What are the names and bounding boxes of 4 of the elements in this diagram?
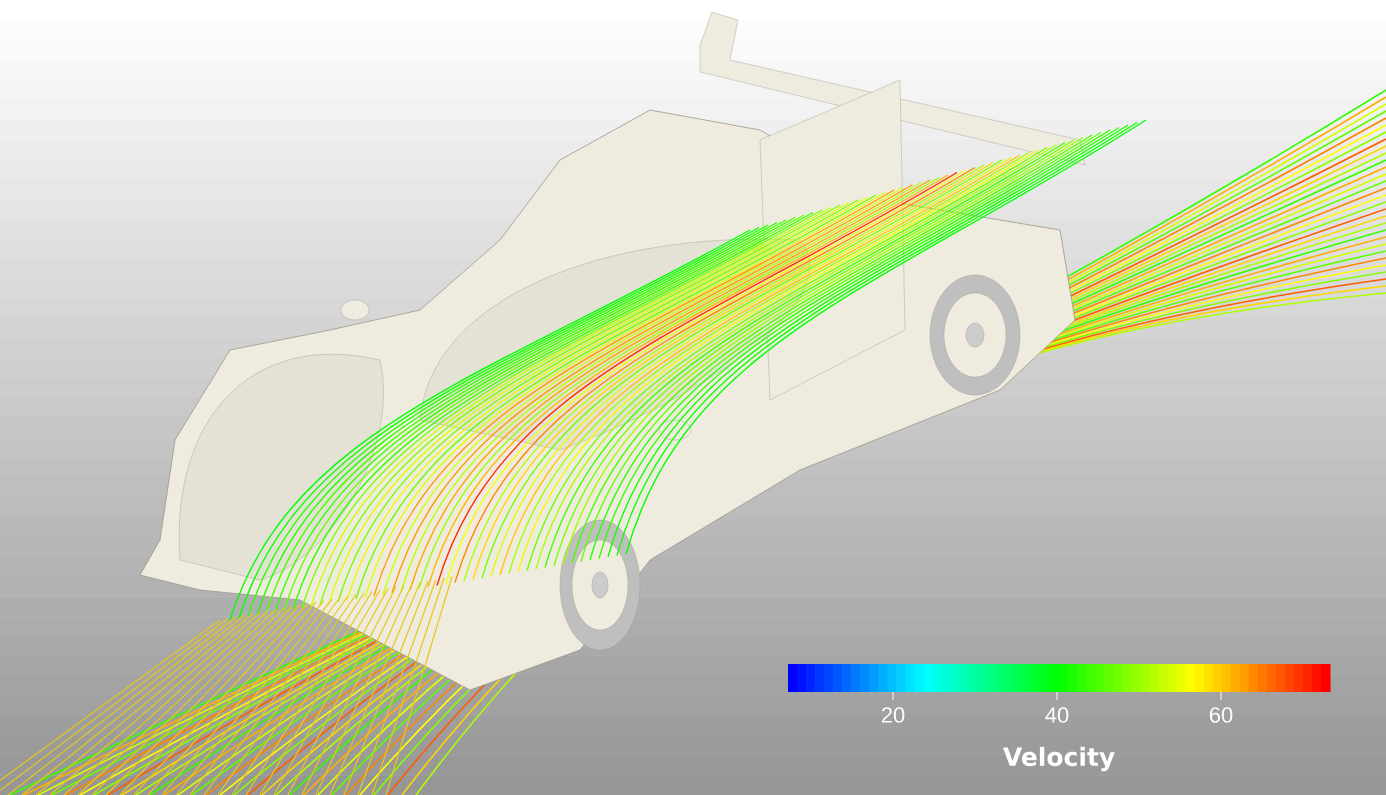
tick-label: 60 bbox=[1209, 707, 1233, 723]
tick-label: 20 bbox=[881, 707, 905, 723]
axis-title: Velocity bbox=[1003, 746, 1115, 772]
tick-label: 40 bbox=[1045, 707, 1069, 723]
